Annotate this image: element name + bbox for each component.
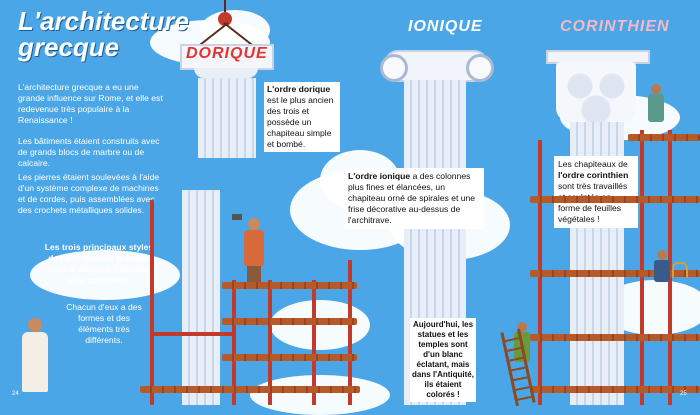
worker-figure <box>244 218 264 282</box>
scaffold-plank <box>140 386 360 393</box>
philosopher-figure <box>22 318 48 392</box>
page-number-right: 25 <box>680 391 687 397</box>
page-number-left: 24 <box>12 391 19 397</box>
scaffold-plank <box>222 354 357 361</box>
ionic-volute-left-icon <box>380 54 408 82</box>
corinthian-description-bold: l'ordre corinthien <box>558 170 629 180</box>
hook-icon <box>218 12 232 26</box>
ionic-description: L'ordre ionique a des colonnes plus fine… <box>344 168 484 229</box>
corinthian-description-pre: Les chapiteaux de <box>558 159 628 169</box>
scaffold-pole <box>668 130 672 405</box>
scaffold-pole <box>640 130 644 405</box>
corinthian-label: CORINTHIEN <box>560 18 670 35</box>
doric-column-top <box>198 78 256 158</box>
doric-description: L'ordre dorique est le plus ancien des t… <box>264 82 340 152</box>
sculptor-figure <box>648 84 664 122</box>
scaffold-pole <box>232 280 236 405</box>
ionic-volute-right-icon <box>466 54 494 82</box>
scaffold-plank <box>222 318 357 325</box>
crane-rope <box>224 0 226 18</box>
hammer-icon <box>232 214 242 220</box>
ionic-label: IONIQUE <box>408 18 483 35</box>
cloud <box>30 250 180 300</box>
intro-paragraph-3: Les pierres étaient soulevées à l'aide d… <box>18 172 160 215</box>
scaffold-plank <box>628 134 700 141</box>
styles-summary: Les trois principaux styles de l'archite… <box>44 242 154 285</box>
scaffold-pole <box>348 260 352 405</box>
scaffold-pole <box>312 280 316 405</box>
lyre-icon <box>672 262 688 278</box>
corinthian-description: Les chapiteaux de l'ordre corinthien son… <box>554 156 638 228</box>
doric-column-base <box>182 190 220 405</box>
scaffold-plank <box>222 282 357 289</box>
intro-paragraph-2: Les bâtiments étaient construits avec de… <box>18 136 160 168</box>
cloud <box>270 300 370 350</box>
intro-paragraph-1: L'architecture grecque a eu une grande i… <box>18 82 163 125</box>
scaffold-plank <box>530 334 700 341</box>
doric-description-bold: L'ordre dorique <box>267 84 331 94</box>
scaffold-plank <box>530 386 700 393</box>
doric-echinus <box>194 68 258 78</box>
doric-description-rest: est le plus ancien des trois et possède … <box>267 95 334 149</box>
ionic-description-bold: L'ordre ionique <box>348 171 411 181</box>
ionic-description-rest: a des colonnes plus fines et élancées, u… <box>348 171 476 225</box>
corinthian-capital-leaves-icon <box>556 62 636 122</box>
statues-note: Aujourd'hui, les statues et les temples … <box>410 318 476 402</box>
scaffold-pole <box>150 200 154 405</box>
scaffold-pole <box>268 280 272 405</box>
musician-figure <box>654 250 670 282</box>
doric-label: DORIQUE <box>186 45 268 62</box>
page-title: L'architecture grecque <box>18 6 189 62</box>
styles-detail: Chacun d'eux a des formes et des élément… <box>66 302 142 345</box>
scaffold-plank <box>530 270 700 277</box>
scaffold-bar <box>150 332 232 336</box>
scaffold-plank <box>530 196 700 203</box>
